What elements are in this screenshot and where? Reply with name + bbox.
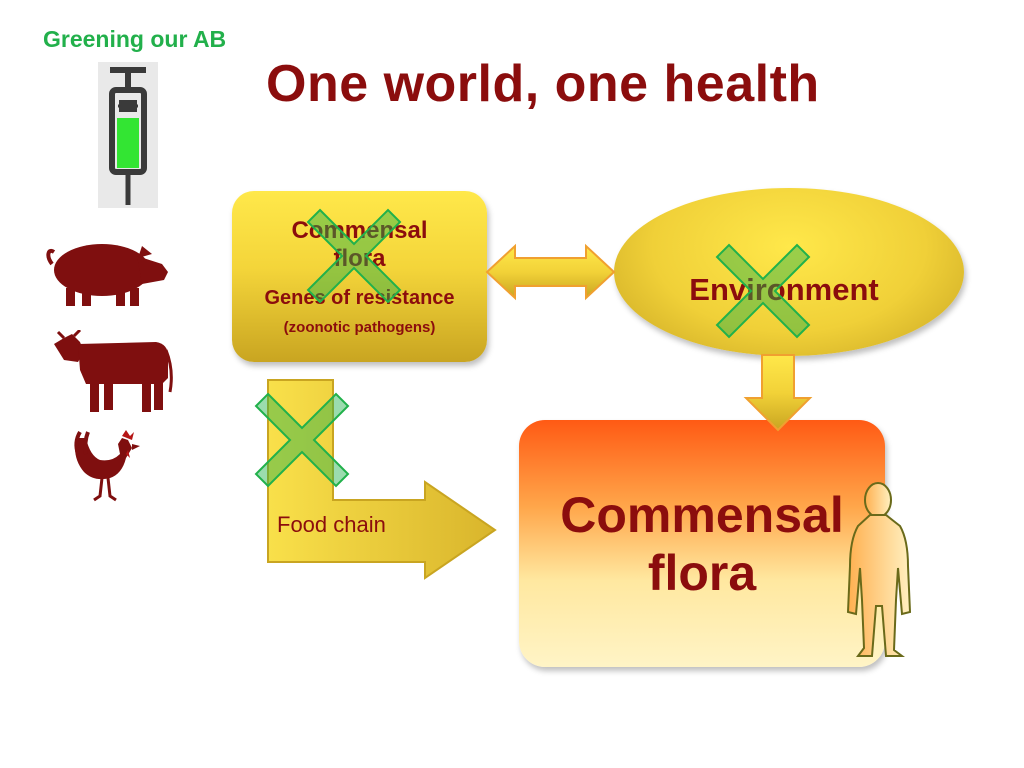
genes-of-resistance-label: Genes of resistance: [264, 287, 455, 309]
down-arrow: [743, 354, 813, 432]
human-flora-label-2: flora: [647, 545, 757, 601]
page-title: One world, one health: [266, 55, 820, 113]
human-flora-label: Commensal: [560, 487, 844, 543]
rooster-icon: [74, 430, 140, 502]
environment-label: Environment: [689, 272, 879, 307]
double-arrow: [485, 243, 616, 301]
zoonotic-pathogens-label: (zoonotic pathogens): [283, 319, 436, 336]
brand-label: Greening our AB: [43, 26, 227, 52]
food-chain-label: Food chain: [277, 512, 386, 537]
animal-flora-label: Commensal: [291, 217, 428, 244]
animal-flora-box: Commensal flora Genes of resistance (zoo…: [232, 191, 487, 362]
cow-icon: [54, 330, 173, 412]
human-flora-box: [519, 420, 885, 667]
pig-icon: [46, 244, 168, 306]
animal-flora-label-2: flora: [333, 245, 386, 272]
cross-icon: [254, 392, 350, 488]
food-chain-arrow: [267, 379, 497, 580]
